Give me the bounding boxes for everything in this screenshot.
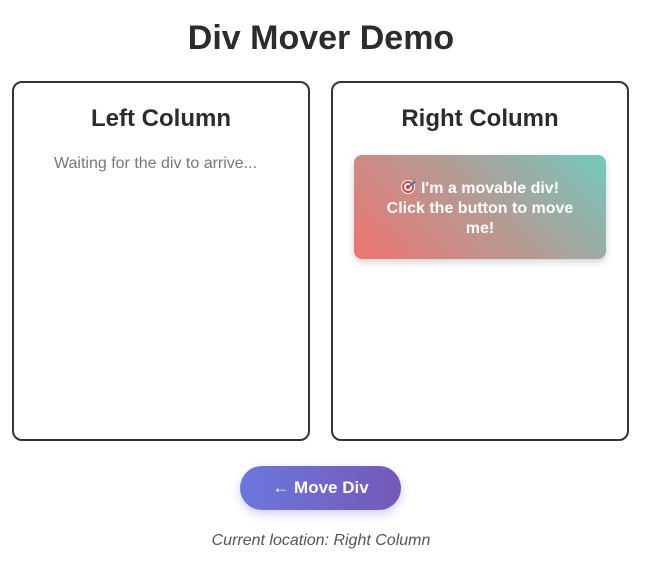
right-column-heading: Right Column [401,105,559,132]
page-title: Div Mover Demo [187,19,455,57]
movable-div-line2: Click the button to move me! [386,200,574,237]
target-icon [400,180,415,194]
left-column-heading: Left Column [91,105,231,132]
left-column-placeholder: Waiting for the div to arrive... [54,155,258,172]
movable-div[interactable]: I'm a movable div! Click the button to m… [354,155,606,259]
current-location-status: Current location: Right Column [211,532,431,549]
left-column: Left Column Waiting for the div to arriv… [12,81,310,441]
movable-div-line1: I'm a movable div! [420,180,560,197]
move-div-button[interactable]: ← Move Div [240,466,401,510]
right-column: Right Column I'm a movable div! Click th… [331,81,629,441]
